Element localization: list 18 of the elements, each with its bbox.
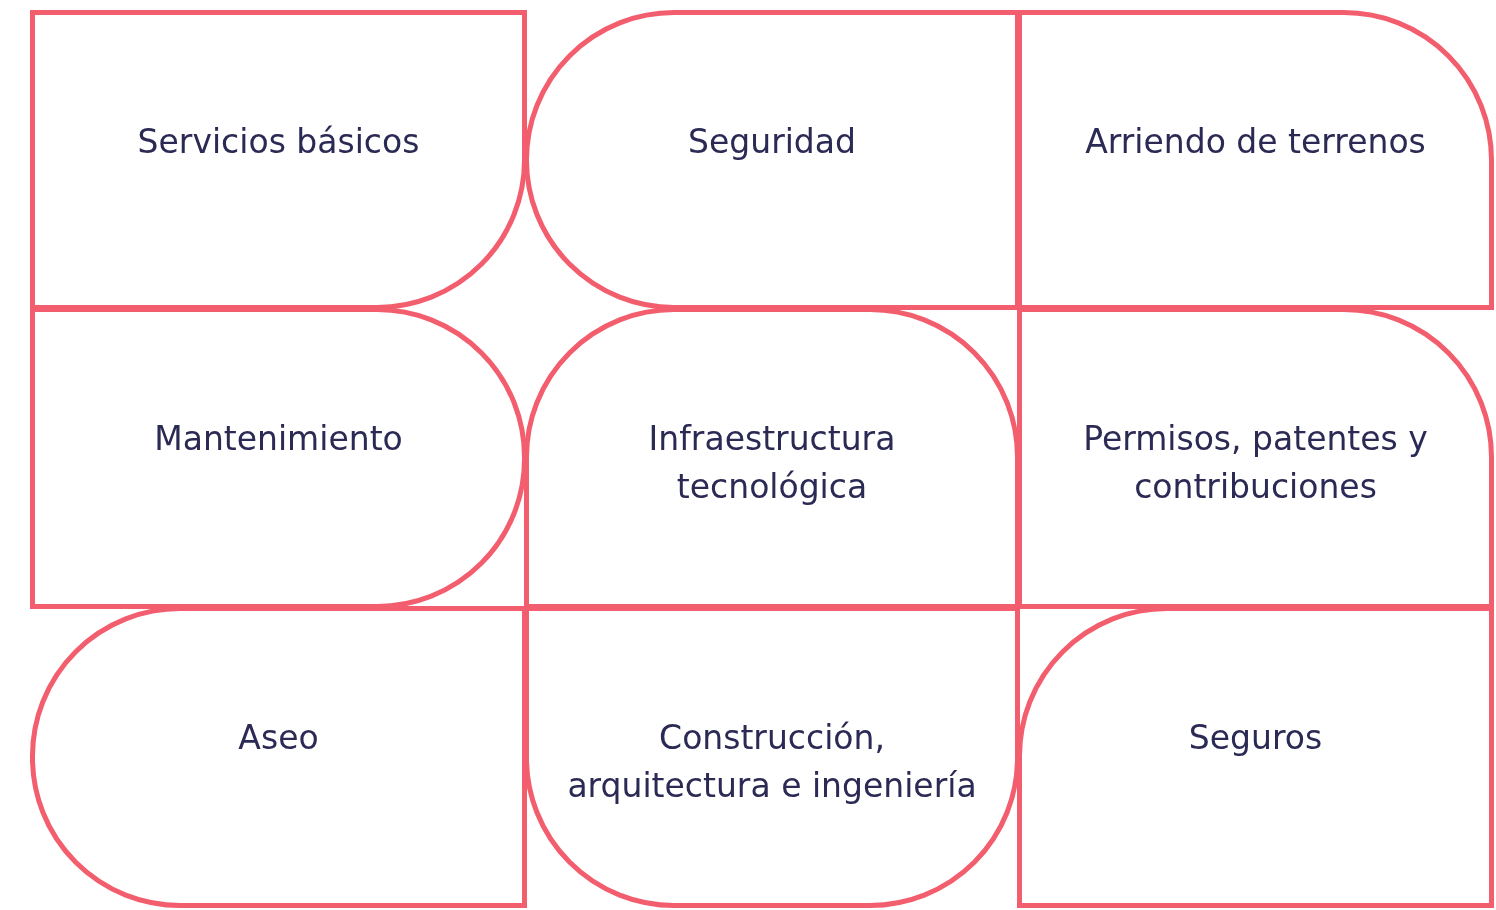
category-label: Mantenimiento bbox=[154, 418, 403, 460]
category-label: Seguros bbox=[1188, 717, 1323, 759]
category-label: Arriendo de terrenos bbox=[1085, 121, 1426, 163]
rounded-box bbox=[1017, 606, 1494, 908]
rounded-box bbox=[1017, 307, 1494, 609]
rounded-box bbox=[30, 10, 527, 310]
category-label: Aseo bbox=[238, 717, 319, 759]
rounded-box bbox=[524, 606, 1020, 908]
rounded-box bbox=[524, 10, 1020, 310]
category-label: Infraestructura tecnológica bbox=[647, 418, 897, 508]
rounded-box bbox=[1017, 10, 1494, 310]
category-label: Servicios básicos bbox=[137, 121, 420, 163]
category-label: Construcción, arquitectura e ingeniería bbox=[566, 717, 978, 807]
rounded-box bbox=[524, 307, 1020, 609]
category-label: Seguridad bbox=[688, 121, 856, 163]
rounded-box bbox=[30, 606, 527, 908]
category-label: Permisos, patentes y contribuciones bbox=[1082, 418, 1429, 508]
rounded-box bbox=[30, 307, 527, 609]
